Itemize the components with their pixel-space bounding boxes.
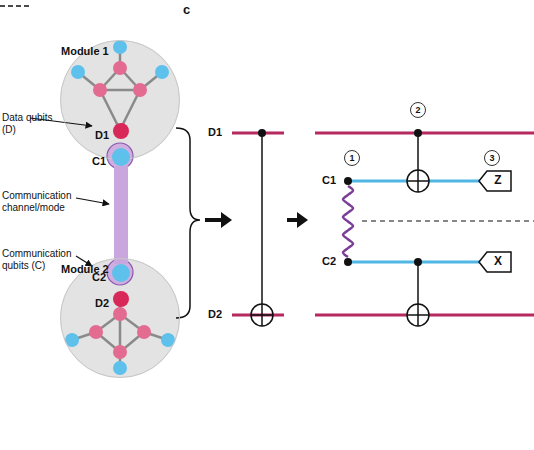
callout-number: 3 — [484, 150, 500, 166]
callout-number: 2 — [410, 102, 426, 118]
comm-qubit: C2 — [112, 264, 130, 282]
entangle-wave — [343, 186, 353, 257]
module-title: Module 2 — [61, 263, 109, 276]
step-arrow — [221, 212, 232, 228]
module-circle: D1C1Module 1 — [60, 40, 180, 160]
control-dot — [344, 258, 352, 266]
qubit-wire — [232, 314, 284, 317]
panel-letter: c — [183, 2, 203, 18]
callout-text: Communication qubits (C) — [2, 248, 76, 272]
cnot-target — [417, 170, 419, 192]
module-disc — [60, 258, 180, 378]
brace — [176, 128, 200, 318]
channel-ring — [107, 143, 133, 169]
cnot-target — [407, 170, 429, 192]
measurement-box: X — [478, 251, 512, 273]
comm-qubit: C1 — [112, 148, 130, 166]
callout-text: Data qubits (D) — [2, 112, 64, 136]
dashed-divider — [362, 220, 534, 221]
basis-label: X — [494, 255, 502, 269]
callout-text: Communication channel/mode — [2, 190, 76, 214]
measurement-box: Z — [478, 170, 512, 192]
wire-label: D1 — [208, 126, 222, 139]
leader-arrow — [76, 198, 109, 204]
cnot-target — [407, 304, 429, 326]
cnot-link — [261, 133, 263, 326]
module-qubits — [65, 307, 175, 375]
data-qubit: D1 — [113, 123, 129, 139]
data-qubit: D2 — [113, 291, 129, 307]
communication-channel — [114, 166, 128, 264]
step-arrow — [297, 212, 308, 228]
step-arrow — [205, 218, 222, 222]
qubit-label: D1 — [95, 129, 109, 142]
qubit-wire — [315, 132, 534, 135]
control-dot — [414, 258, 422, 266]
wire-label: C2 — [322, 255, 336, 268]
module-title: Module 1 — [61, 45, 109, 58]
cnot-target — [417, 304, 419, 326]
module-links — [72, 298, 168, 368]
control-dot — [344, 177, 352, 185]
qubit-label: D2 — [95, 297, 109, 310]
control-dot — [414, 129, 422, 137]
step-arrow — [287, 218, 298, 222]
module-circle: C2D2 Module 2 — [60, 258, 180, 378]
basis-label: Z — [494, 174, 501, 188]
module-links — [78, 47, 162, 130]
wire-label: C1 — [322, 174, 336, 187]
qubit-label: C1 — [92, 155, 106, 168]
cnot-target — [251, 304, 273, 326]
dash-mark — [0, 5, 30, 7]
cnot-target — [251, 314, 273, 316]
cnot-link — [417, 262, 419, 326]
module-disc — [60, 40, 180, 160]
wire-label: D2 — [208, 308, 222, 321]
cnot-link — [417, 133, 419, 192]
callout-number: 1 — [344, 150, 360, 166]
control-dot — [258, 129, 266, 137]
